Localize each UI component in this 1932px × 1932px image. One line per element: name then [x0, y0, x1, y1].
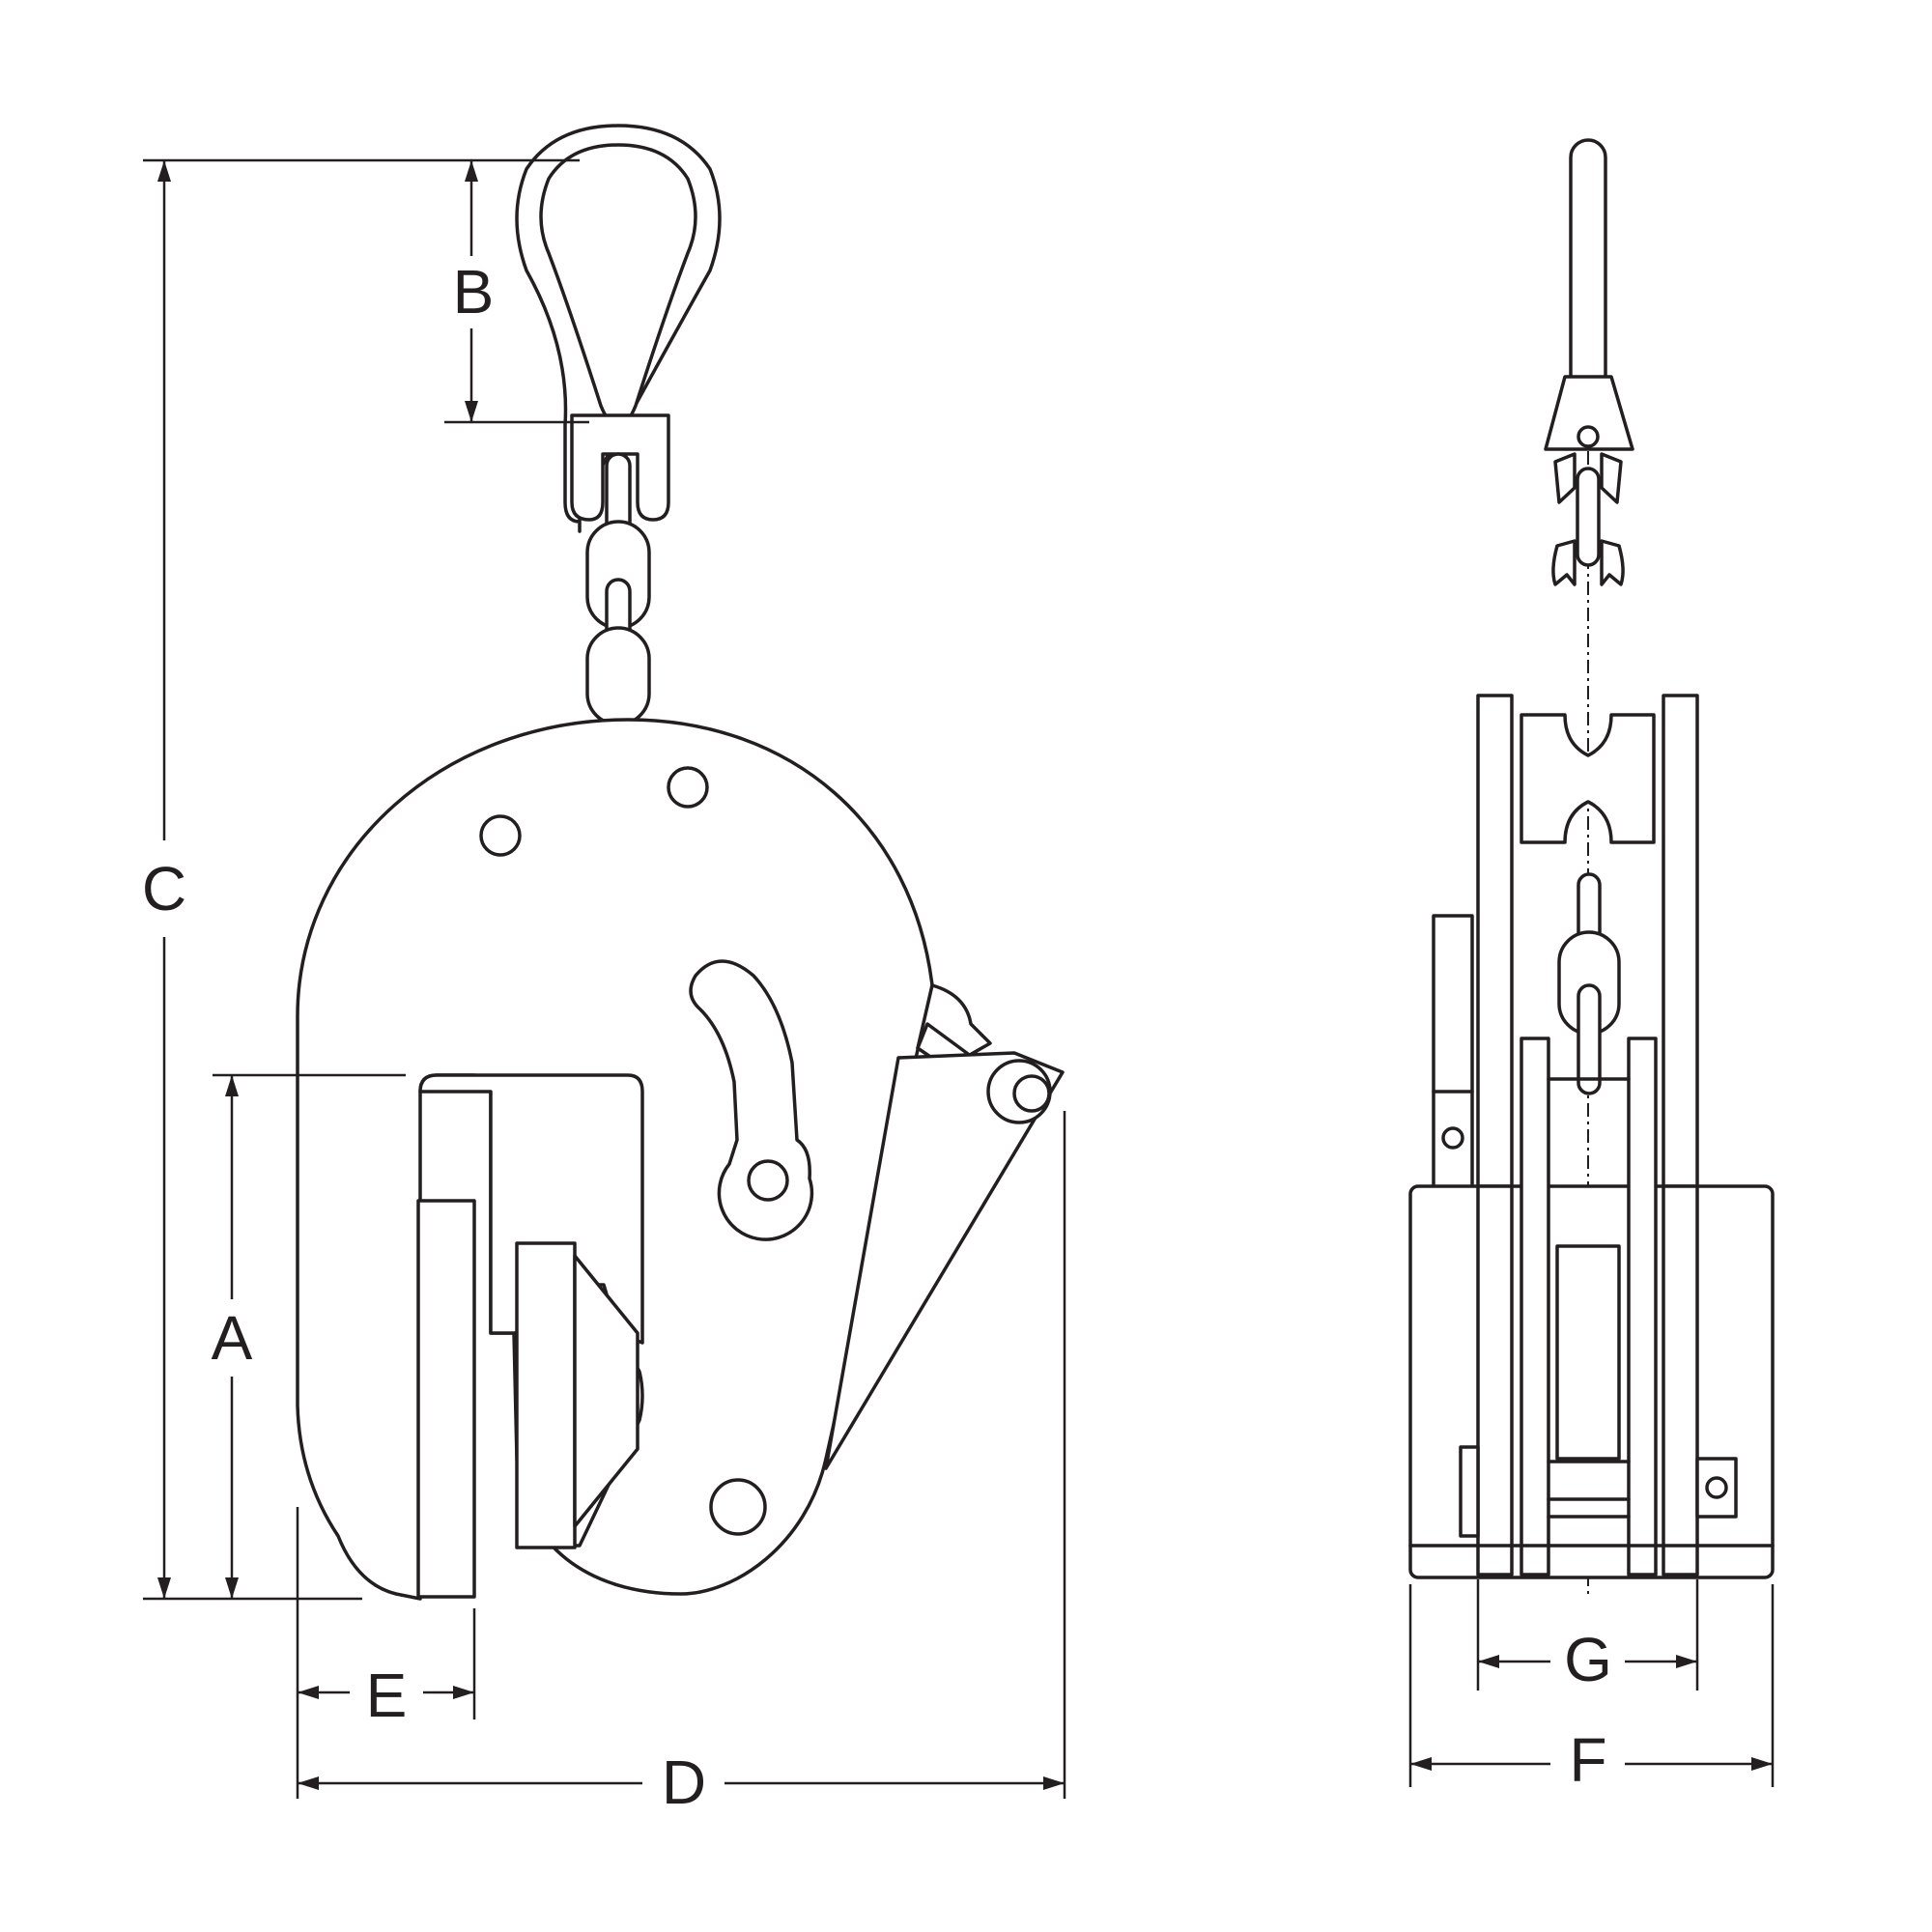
label-e: E	[366, 1661, 408, 1730]
dimension-d: D	[296, 1111, 1066, 1817]
label-a: A	[212, 1303, 253, 1373]
label-d: D	[662, 1747, 706, 1817]
dimension-g: G	[1476, 1579, 1699, 1694]
lifting-eye	[515, 124, 722, 533]
dimension-f: F	[1408, 1584, 1775, 1795]
dimension-b: B	[444, 160, 589, 424]
center-slot	[1555, 1244, 1621, 1461]
label-c: C	[142, 854, 186, 923]
hole	[667, 766, 709, 809]
inner-plate-right	[1627, 1037, 1658, 1577]
label-f: F	[1569, 1725, 1606, 1795]
slot-pin	[747, 1159, 789, 1202]
side-view: G F	[1408, 138, 1775, 1795]
label-g: G	[1564, 1625, 1612, 1694]
hole	[709, 1478, 767, 1536]
dimension-e: E	[296, 1507, 476, 1730]
side-handle	[1432, 914, 1474, 1193]
side-chain	[1557, 872, 1621, 1095]
top-block	[1520, 713, 1656, 844]
fixed-jaw-pad	[416, 1199, 476, 1599]
inner-plate-left	[1520, 1037, 1550, 1577]
dimension-a: A	[212, 1073, 406, 1599]
front-view: C A B E	[142, 124, 1066, 1817]
dimension-c: C	[142, 158, 580, 1601]
hole	[479, 814, 522, 857]
chain	[585, 452, 651, 726]
handle-lever	[824, 983, 1065, 1470]
gripping-pad	[515, 1241, 577, 1549]
side-stop-left	[1459, 1445, 1480, 1538]
label-b: B	[453, 257, 495, 327]
side-lifting-eye	[1544, 138, 1634, 586]
